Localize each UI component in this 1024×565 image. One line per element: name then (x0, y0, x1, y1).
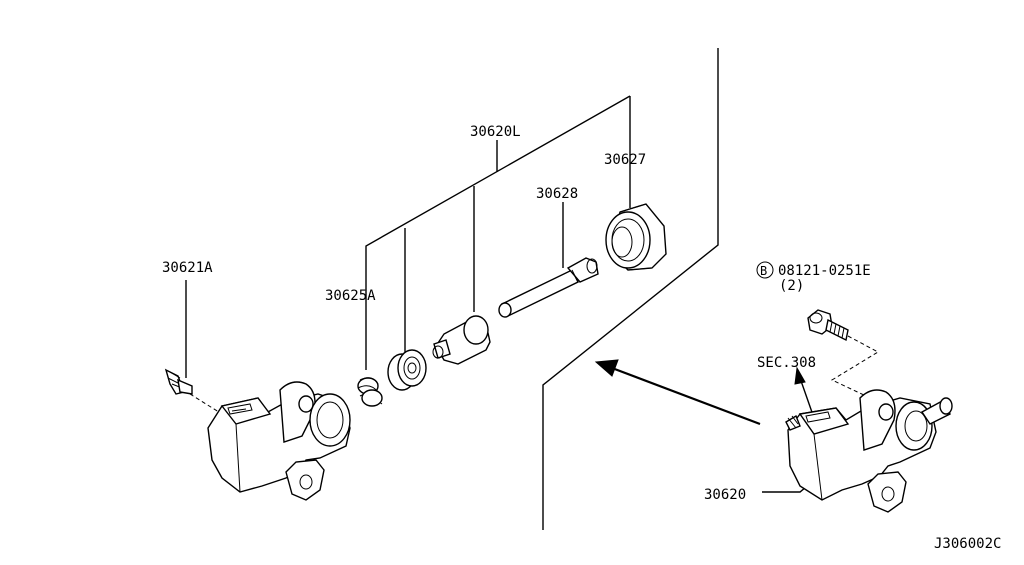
piston (432, 315, 491, 365)
label-30627: 30627 (604, 152, 646, 168)
spring-30625A (357, 377, 383, 407)
label-30628: 30628 (536, 186, 578, 202)
label-bolt-qty: (2) (779, 278, 804, 294)
figure-code: J306002C (934, 536, 1001, 552)
push-rod-30628 (498, 257, 599, 318)
operating-cylinder-left (207, 381, 351, 501)
sec308-arrow (794, 366, 815, 419)
bolt-guide (830, 335, 880, 397)
panel-divider (542, 48, 719, 530)
bleeder-screw-30621A (164, 368, 193, 395)
label-30625A: 30625A (325, 288, 376, 304)
mounting-bolt (807, 309, 849, 342)
label-30621A: 30621A (162, 260, 213, 276)
operating-cylinder-assembled (785, 389, 953, 513)
dust-boot-30627 (605, 203, 667, 271)
kit-leader-lines (365, 95, 631, 370)
bleeder-screw-guide (189, 393, 223, 415)
label-30620L: 30620L (470, 124, 521, 140)
bolt-callout-letter: B (760, 264, 767, 278)
piston-seal (387, 349, 427, 391)
label-30620: 30620 (704, 487, 746, 503)
label-bolt-part: 08121-0251E (778, 263, 871, 279)
label-sec308: SEC.308 (757, 355, 816, 371)
bolt-callout-badge: B (756, 261, 774, 279)
direction-arrow (594, 359, 761, 426)
